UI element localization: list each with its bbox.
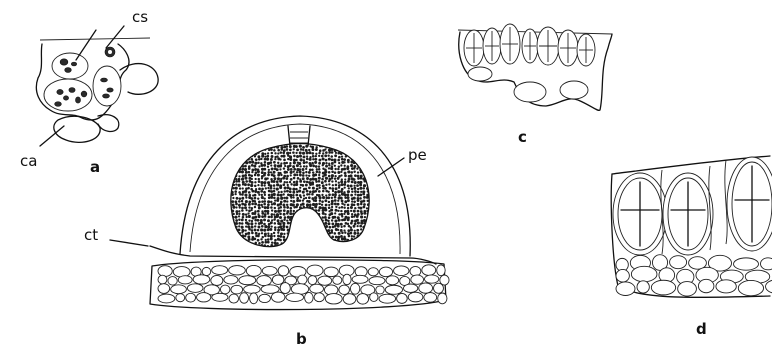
basal-cell-layer	[158, 265, 449, 304]
panel-b-label: b	[296, 330, 307, 348]
panel-c-drawing	[458, 24, 612, 110]
panel-c-label: c	[518, 128, 527, 146]
panel-a-label: a	[90, 158, 100, 176]
panel-d-label: d	[696, 320, 707, 338]
cs-label: cs	[132, 8, 148, 26]
ca-label: ca	[20, 152, 37, 170]
pe-label: pe	[408, 146, 427, 164]
ct-label: ct	[84, 226, 98, 244]
panel-a-drawing	[36, 26, 158, 146]
panel-b-drawing	[110, 116, 449, 310]
panel-d-drawing	[611, 156, 772, 297]
